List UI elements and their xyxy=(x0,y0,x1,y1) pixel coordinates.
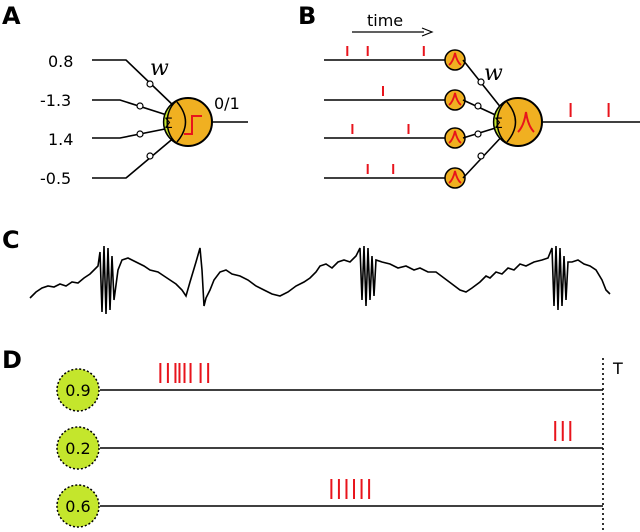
rate-neuron xyxy=(56,426,100,470)
rate-value: 0.2 xyxy=(65,439,90,458)
panel-label-a: A xyxy=(2,2,21,30)
synapse-dot xyxy=(136,102,144,110)
panel-a: 0.8 -1.3 1.4 -0.5 w 0/1 Σ xyxy=(40,52,248,188)
input-value-4: -0.5 xyxy=(40,169,71,188)
synapse-dot xyxy=(474,130,482,138)
input-line-2 xyxy=(92,99,171,117)
time-arrowhead-icon xyxy=(421,27,434,37)
weight-label: w xyxy=(484,61,503,86)
sum-icon: Σ xyxy=(164,116,173,132)
synapse-dot xyxy=(474,102,482,110)
spike-kernel-icon xyxy=(448,130,462,144)
output-spikes xyxy=(569,103,610,117)
input-value-3: 1.4 xyxy=(48,130,73,149)
dendrite-region xyxy=(162,99,179,145)
end-time-label: T xyxy=(612,359,623,378)
synapse-dot xyxy=(146,152,154,160)
output-label: 0/1 xyxy=(214,94,240,113)
rate-neuron xyxy=(56,484,100,528)
weight-label: w xyxy=(150,56,169,81)
input-value-1: 0.8 xyxy=(48,52,73,71)
input-line-3 xyxy=(92,127,171,139)
input-line-4 xyxy=(92,135,177,179)
input-value-2: -1.3 xyxy=(40,91,71,110)
panel-b: time w Σ xyxy=(324,11,640,189)
input-line-1 xyxy=(92,59,177,109)
synapse-dot xyxy=(146,80,154,88)
panel-d: T 0.9 0.2 0.6 xyxy=(56,358,623,530)
neuron-spike-trains: 0.9 0.2 0.6 xyxy=(56,363,603,528)
sum-icon: Σ xyxy=(494,116,503,132)
membrane-potential-trace xyxy=(29,245,611,315)
synapse-dot xyxy=(136,130,144,138)
spike-kernel-icon xyxy=(448,170,462,184)
spike-kernel-icon xyxy=(448,52,462,66)
panel-label-b: B xyxy=(298,2,316,30)
synapse-dot xyxy=(477,78,485,86)
time-label: time xyxy=(367,11,403,30)
rate-value: 0.9 xyxy=(65,381,90,400)
synapse-dot xyxy=(477,152,485,160)
panel-label-d: D xyxy=(2,346,22,374)
spike-kernel-icon xyxy=(448,92,462,106)
dendrite-region xyxy=(492,99,509,145)
rate-value: 0.6 xyxy=(65,497,90,516)
input-spike-trains xyxy=(324,46,466,189)
spike-kernel-icon xyxy=(517,111,535,133)
panel-c xyxy=(29,245,611,315)
panel-label-c: C xyxy=(2,226,20,254)
rate-neuron xyxy=(56,368,100,412)
step-function-icon xyxy=(184,115,202,135)
